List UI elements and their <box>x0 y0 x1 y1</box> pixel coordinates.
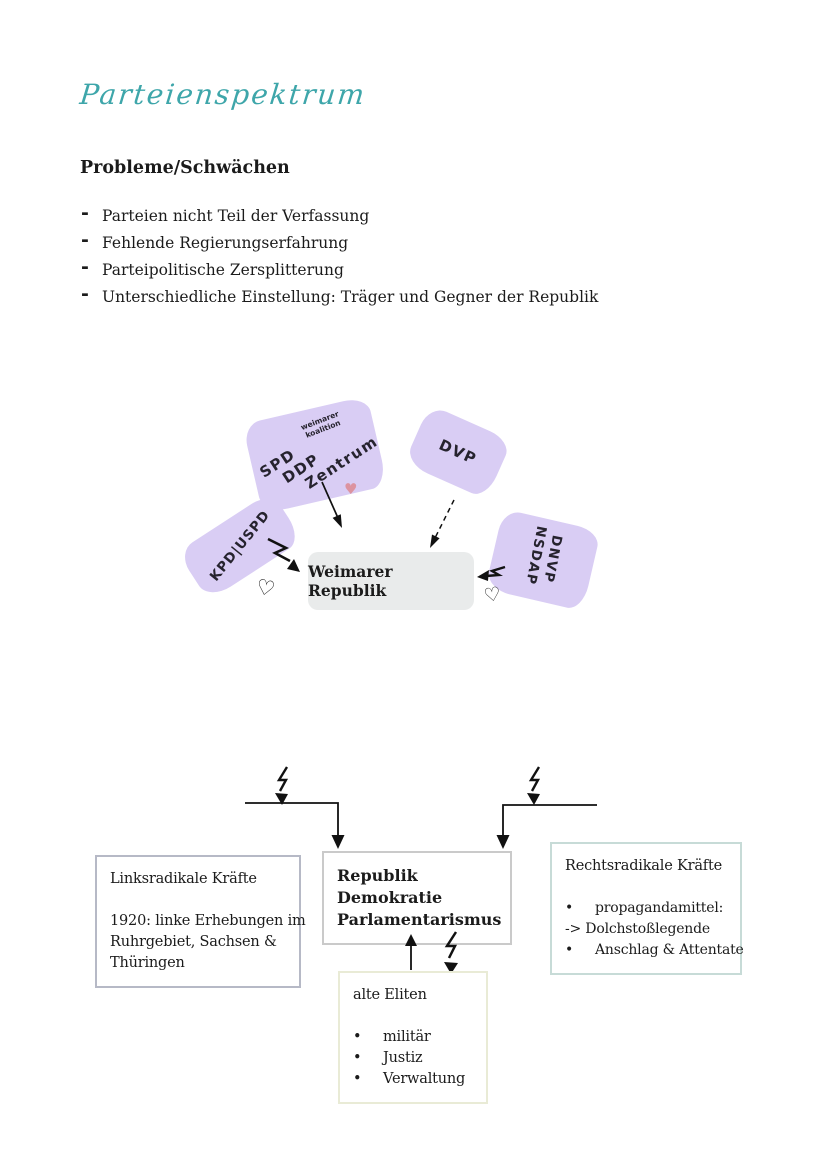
section-heading: Probleme/Schwächen <box>80 158 290 178</box>
elbow-arrow-icon <box>496 804 597 849</box>
problems-list: Parteien nicht Teil der Verfassung Fehle… <box>80 205 598 316</box>
bullet: • <box>353 1050 362 1066</box>
dvp-label: DVP <box>436 435 480 469</box>
problem-item: Parteien nicht Teil der Verfassung <box>80 205 598 225</box>
center-box: Republik Demokratie Parlamentarismus <box>322 851 512 945</box>
lightning-arrow-icon <box>267 537 300 572</box>
lightning-icon <box>275 766 289 805</box>
lightning-icon <box>444 931 458 974</box>
bottom-box-title: alte Eliten <box>353 987 427 1003</box>
bullet: • <box>565 942 574 958</box>
problem-item: Fehlende Regierungserfahrung <box>80 232 598 252</box>
weimarer-republik-box: Weimarer Republik <box>308 552 474 610</box>
left-box: Linksradikale Kräfte 1920: linke Erhebun… <box>95 855 306 988</box>
bullet: • <box>565 900 574 916</box>
bottom-box: alte Eliten •militär •Justiz •Verwaltung <box>338 971 488 1104</box>
down-arrow-icon <box>321 481 342 528</box>
page-title: Parteienspektrum <box>78 78 368 111</box>
sticky-note-dnvp-nsdap: DNVP NSDAP <box>485 508 601 612</box>
sticky-note-dvp: DVP <box>403 404 513 500</box>
heart-outline-icon: ♡ <box>482 582 503 608</box>
heart-outline-icon: ♡ <box>253 574 278 602</box>
elbow-arrow-icon <box>245 802 345 849</box>
lightning-icon <box>527 766 541 805</box>
lightning-arrow-icon <box>477 565 506 581</box>
weimarer-republik-label: Weimarer Republik <box>308 562 393 600</box>
dnvp-nsdap-label: DNVP NSDAP <box>522 524 565 587</box>
up-arrow-icon <box>405 934 417 970</box>
bullet: • <box>353 1071 362 1087</box>
right-box-title: Rechtsradikale Kräfte <box>565 858 722 874</box>
problem-item: Unterschiedliche Einstellung: Träger und… <box>80 286 598 306</box>
problem-item: Parteipolitische Zersplitterung <box>80 259 598 279</box>
bullet: • <box>353 1029 362 1045</box>
right-box: Rechtsradikale Kräfte •propagandamittel:… <box>550 842 744 975</box>
dashed-arrow-icon <box>430 499 455 548</box>
left-box-title: Linksradikale Kräfte <box>110 871 257 887</box>
heart-icon: ♥ <box>344 480 358 498</box>
